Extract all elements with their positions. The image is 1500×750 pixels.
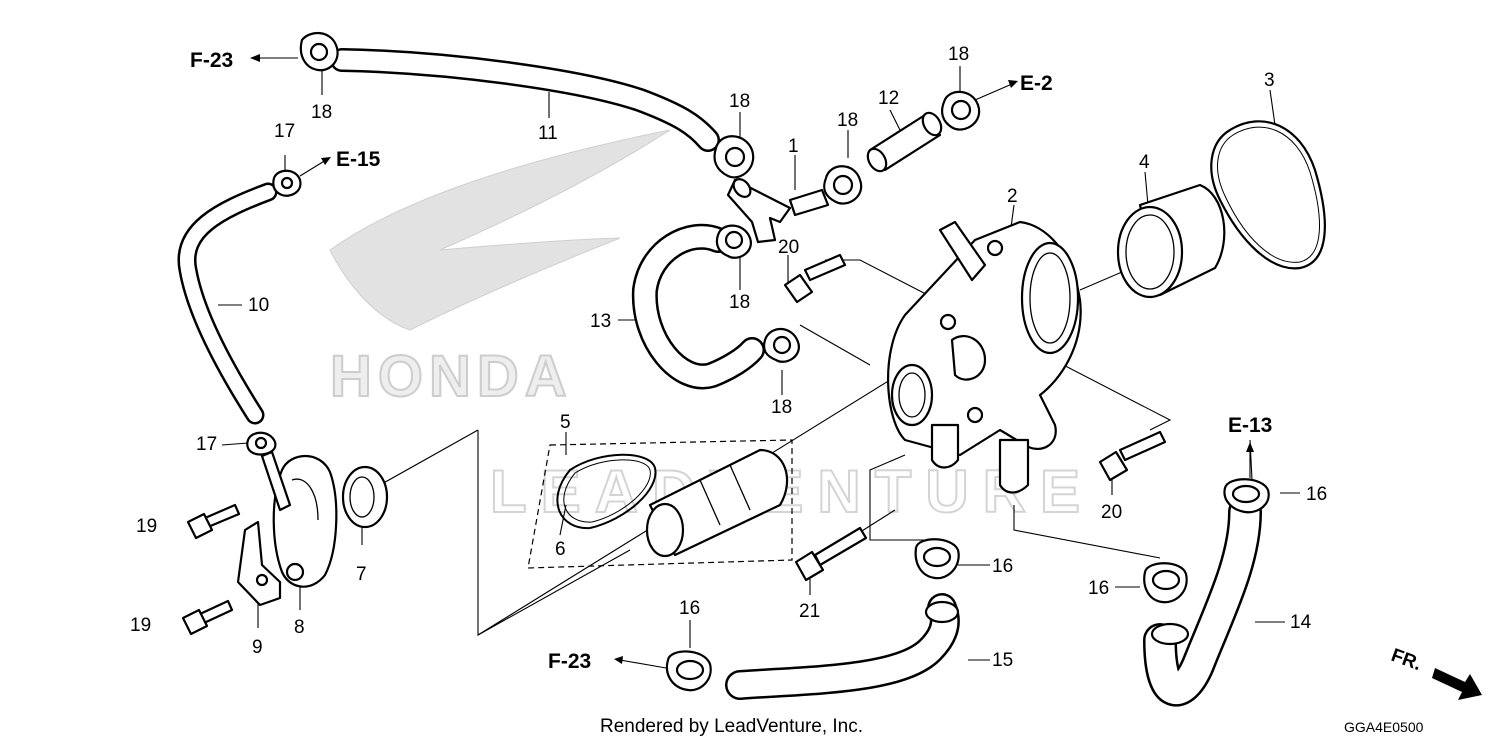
callout-18-right[interactable]: 18 [948,44,969,65]
callout-17-bottom[interactable]: 17 [196,434,217,455]
callout-1[interactable]: 1 [788,136,799,157]
clamp-16-right [1143,562,1188,604]
callout-numbers: 1 2 3 4 5 6 7 8 9 10 11 12 13 14 15 16 1… [130,44,1327,671]
clamp-16-center [914,538,960,580]
tube-12 [866,111,943,173]
hose-15-end [924,600,960,624]
ref-e2[interactable]: E-2 [1020,72,1053,95]
ref-e15[interactable]: E-15 [336,148,381,171]
diagram-code: GGA4E0500 [1344,719,1424,735]
ref-arrows [250,54,1254,669]
ref-e13[interactable]: E-13 [1228,414,1272,437]
t-joint-1 [726,178,830,244]
clamp-16-bottom [665,650,712,692]
callout-17-top[interactable]: 17 [274,121,295,142]
clamp-18-lower [715,224,752,259]
callout-20-upper[interactable]: 20 [778,237,799,258]
bolt-21 [794,526,868,582]
callout-6[interactable]: 6 [555,539,566,560]
callout-18-bottom[interactable]: 18 [771,397,792,418]
callout-18-top-left[interactable]: 18 [311,102,332,123]
callout-21[interactable]: 21 [799,601,820,622]
callout-7[interactable]: 7 [356,564,367,585]
water-pump-2 [887,220,1082,494]
callout-8[interactable]: 8 [294,617,305,638]
bolt-19-upper [186,503,241,540]
callout-2[interactable]: 2 [1007,186,1018,207]
clamp-18-right [941,90,981,131]
callout-14[interactable]: 14 [1290,612,1312,633]
callout-18-mid[interactable]: 18 [837,110,858,131]
callout-19-lower[interactable]: 19 [130,615,151,636]
front-label: FR. [1388,645,1424,675]
ref-f23-top[interactable]: F-23 [190,49,233,72]
callout-16-upper-right[interactable]: 16 [1306,484,1327,505]
callout-16-right[interactable]: 16 [1088,578,1109,599]
callout-13[interactable]: 13 [590,311,611,332]
bolt-19-lower [181,599,234,636]
clamp-18-top-left [299,32,339,72]
honda-watermark-text: HONDA [330,344,573,409]
thermostat-6 [645,448,789,558]
filter-group-box [527,439,793,569]
callout-16-center[interactable]: 16 [992,556,1013,577]
gasket-5 [556,453,657,530]
callout-11[interactable]: 11 [538,123,558,144]
hose-14-end [1150,622,1190,646]
callout-19-upper[interactable]: 19 [136,516,157,537]
clamp-16-upper-right [1223,478,1270,514]
front-direction-arrow [1432,668,1482,700]
callout-4[interactable]: 4 [1139,152,1150,173]
callout-3[interactable]: 3 [1264,70,1275,91]
ref-f23-bottom[interactable]: F-23 [548,650,591,673]
clamp-18-mid [823,165,863,205]
honda-wing-watermark [329,129,671,331]
callout-16-bottom[interactable]: 16 [679,598,700,619]
callout-15[interactable]: 15 [992,650,1013,671]
clamp-17-bottom [246,431,277,456]
clamp-18-bottom [762,327,800,363]
callout-9[interactable]: 9 [252,637,263,658]
cover-8 [260,450,338,588]
gasket-3 [1210,120,1326,270]
callout-5[interactable]: 5 [560,412,571,433]
callout-12[interactable]: 12 [878,88,899,109]
rendered-by-footer: Rendered by LeadVenture, Inc. [600,716,864,737]
seal-7 [341,465,389,529]
callout-18-lower[interactable]: 18 [729,292,750,313]
callout-10[interactable]: 10 [248,295,269,316]
bolt-20-upper [783,253,847,304]
bolt-20-lower [1098,430,1167,482]
pump-seal-4 [1116,183,1226,299]
callout-18-upper[interactable]: 18 [729,91,750,112]
bracket-9 [236,520,282,607]
callout-20-lower[interactable]: 20 [1101,502,1122,523]
clamp-17-top [272,169,302,197]
clamp-18-upper [713,135,755,179]
